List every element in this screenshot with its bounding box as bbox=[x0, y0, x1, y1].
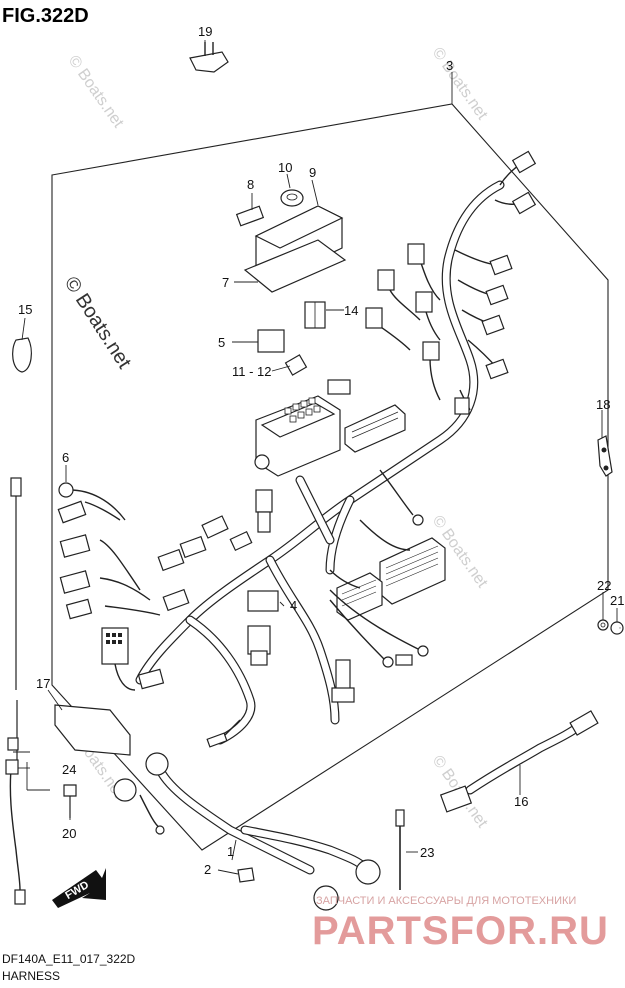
callout-11-12: 11 - 12 bbox=[232, 364, 272, 379]
callout-7: 7 bbox=[222, 275, 229, 290]
harness-15 bbox=[439, 710, 599, 813]
callout-6: 6 bbox=[62, 450, 69, 465]
callout-numbers: 3 19 8 10 9 7 14 5 11 - 12 15 6 4 18 22 … bbox=[18, 24, 624, 877]
callout-21: 22 bbox=[597, 578, 611, 593]
fwd-arrow: FWD bbox=[52, 868, 106, 908]
callout-19: 20 bbox=[62, 826, 76, 841]
callout-20: 21 bbox=[610, 593, 624, 608]
shop-brand: PARTSFOR.RU bbox=[312, 909, 609, 953]
main-harness bbox=[135, 180, 505, 745]
callout-9: 9 bbox=[309, 165, 316, 180]
callout-3: 3 bbox=[446, 58, 453, 73]
harness-1 bbox=[113, 752, 381, 911]
callout-22: 23 bbox=[420, 845, 434, 860]
callout-4: 4 bbox=[290, 598, 297, 613]
callout-1: 1 bbox=[227, 844, 234, 859]
branch-connectors-left bbox=[57, 482, 355, 748]
leader-lines bbox=[13, 40, 618, 875]
cable-tie-22 bbox=[395, 809, 405, 890]
callout-8: 8 bbox=[247, 177, 254, 192]
clips bbox=[12, 42, 229, 373]
left-cable bbox=[5, 477, 621, 905]
watermark-faded: © Boats.net bbox=[429, 45, 491, 124]
branch-connectors-right bbox=[365, 150, 537, 415]
relay-box bbox=[235, 189, 347, 376]
callout-17: 18 bbox=[596, 397, 610, 412]
figure-code: DF140A_E11_017_322D bbox=[2, 952, 136, 966]
callout-15: 16 bbox=[514, 794, 528, 809]
junction-box bbox=[254, 379, 406, 477]
callout-5: 5 bbox=[218, 335, 225, 350]
bracket-17 bbox=[597, 435, 613, 477]
figure-name: HARNESS bbox=[2, 969, 60, 983]
callout-14: 15 bbox=[18, 302, 32, 317]
callout-2: 2 bbox=[204, 862, 211, 877]
ecm-connectors bbox=[329, 469, 446, 668]
callout-10: 10 bbox=[278, 160, 292, 175]
shop-banner: ЗАПЧАСТИ И АКСЕССУАРЫ ДЛЯ МОТОТЕХНИКИ PA… bbox=[312, 895, 609, 953]
callout-16: 17 bbox=[36, 676, 50, 691]
bolt-20 bbox=[610, 621, 624, 635]
shop-tagline: ЗАПЧАСТИ И АКСЕССУАРЫ ДЛЯ МОТОТЕХНИКИ bbox=[316, 895, 576, 907]
callout-18: 19 bbox=[198, 24, 212, 39]
callout-23: 24 bbox=[62, 762, 76, 777]
watermark-main: © Boats.net bbox=[60, 273, 136, 373]
figure-title: FIG.322D bbox=[2, 5, 89, 27]
callout-13: 14 bbox=[344, 303, 358, 318]
watermark-faded: © Boats.net bbox=[65, 53, 127, 132]
